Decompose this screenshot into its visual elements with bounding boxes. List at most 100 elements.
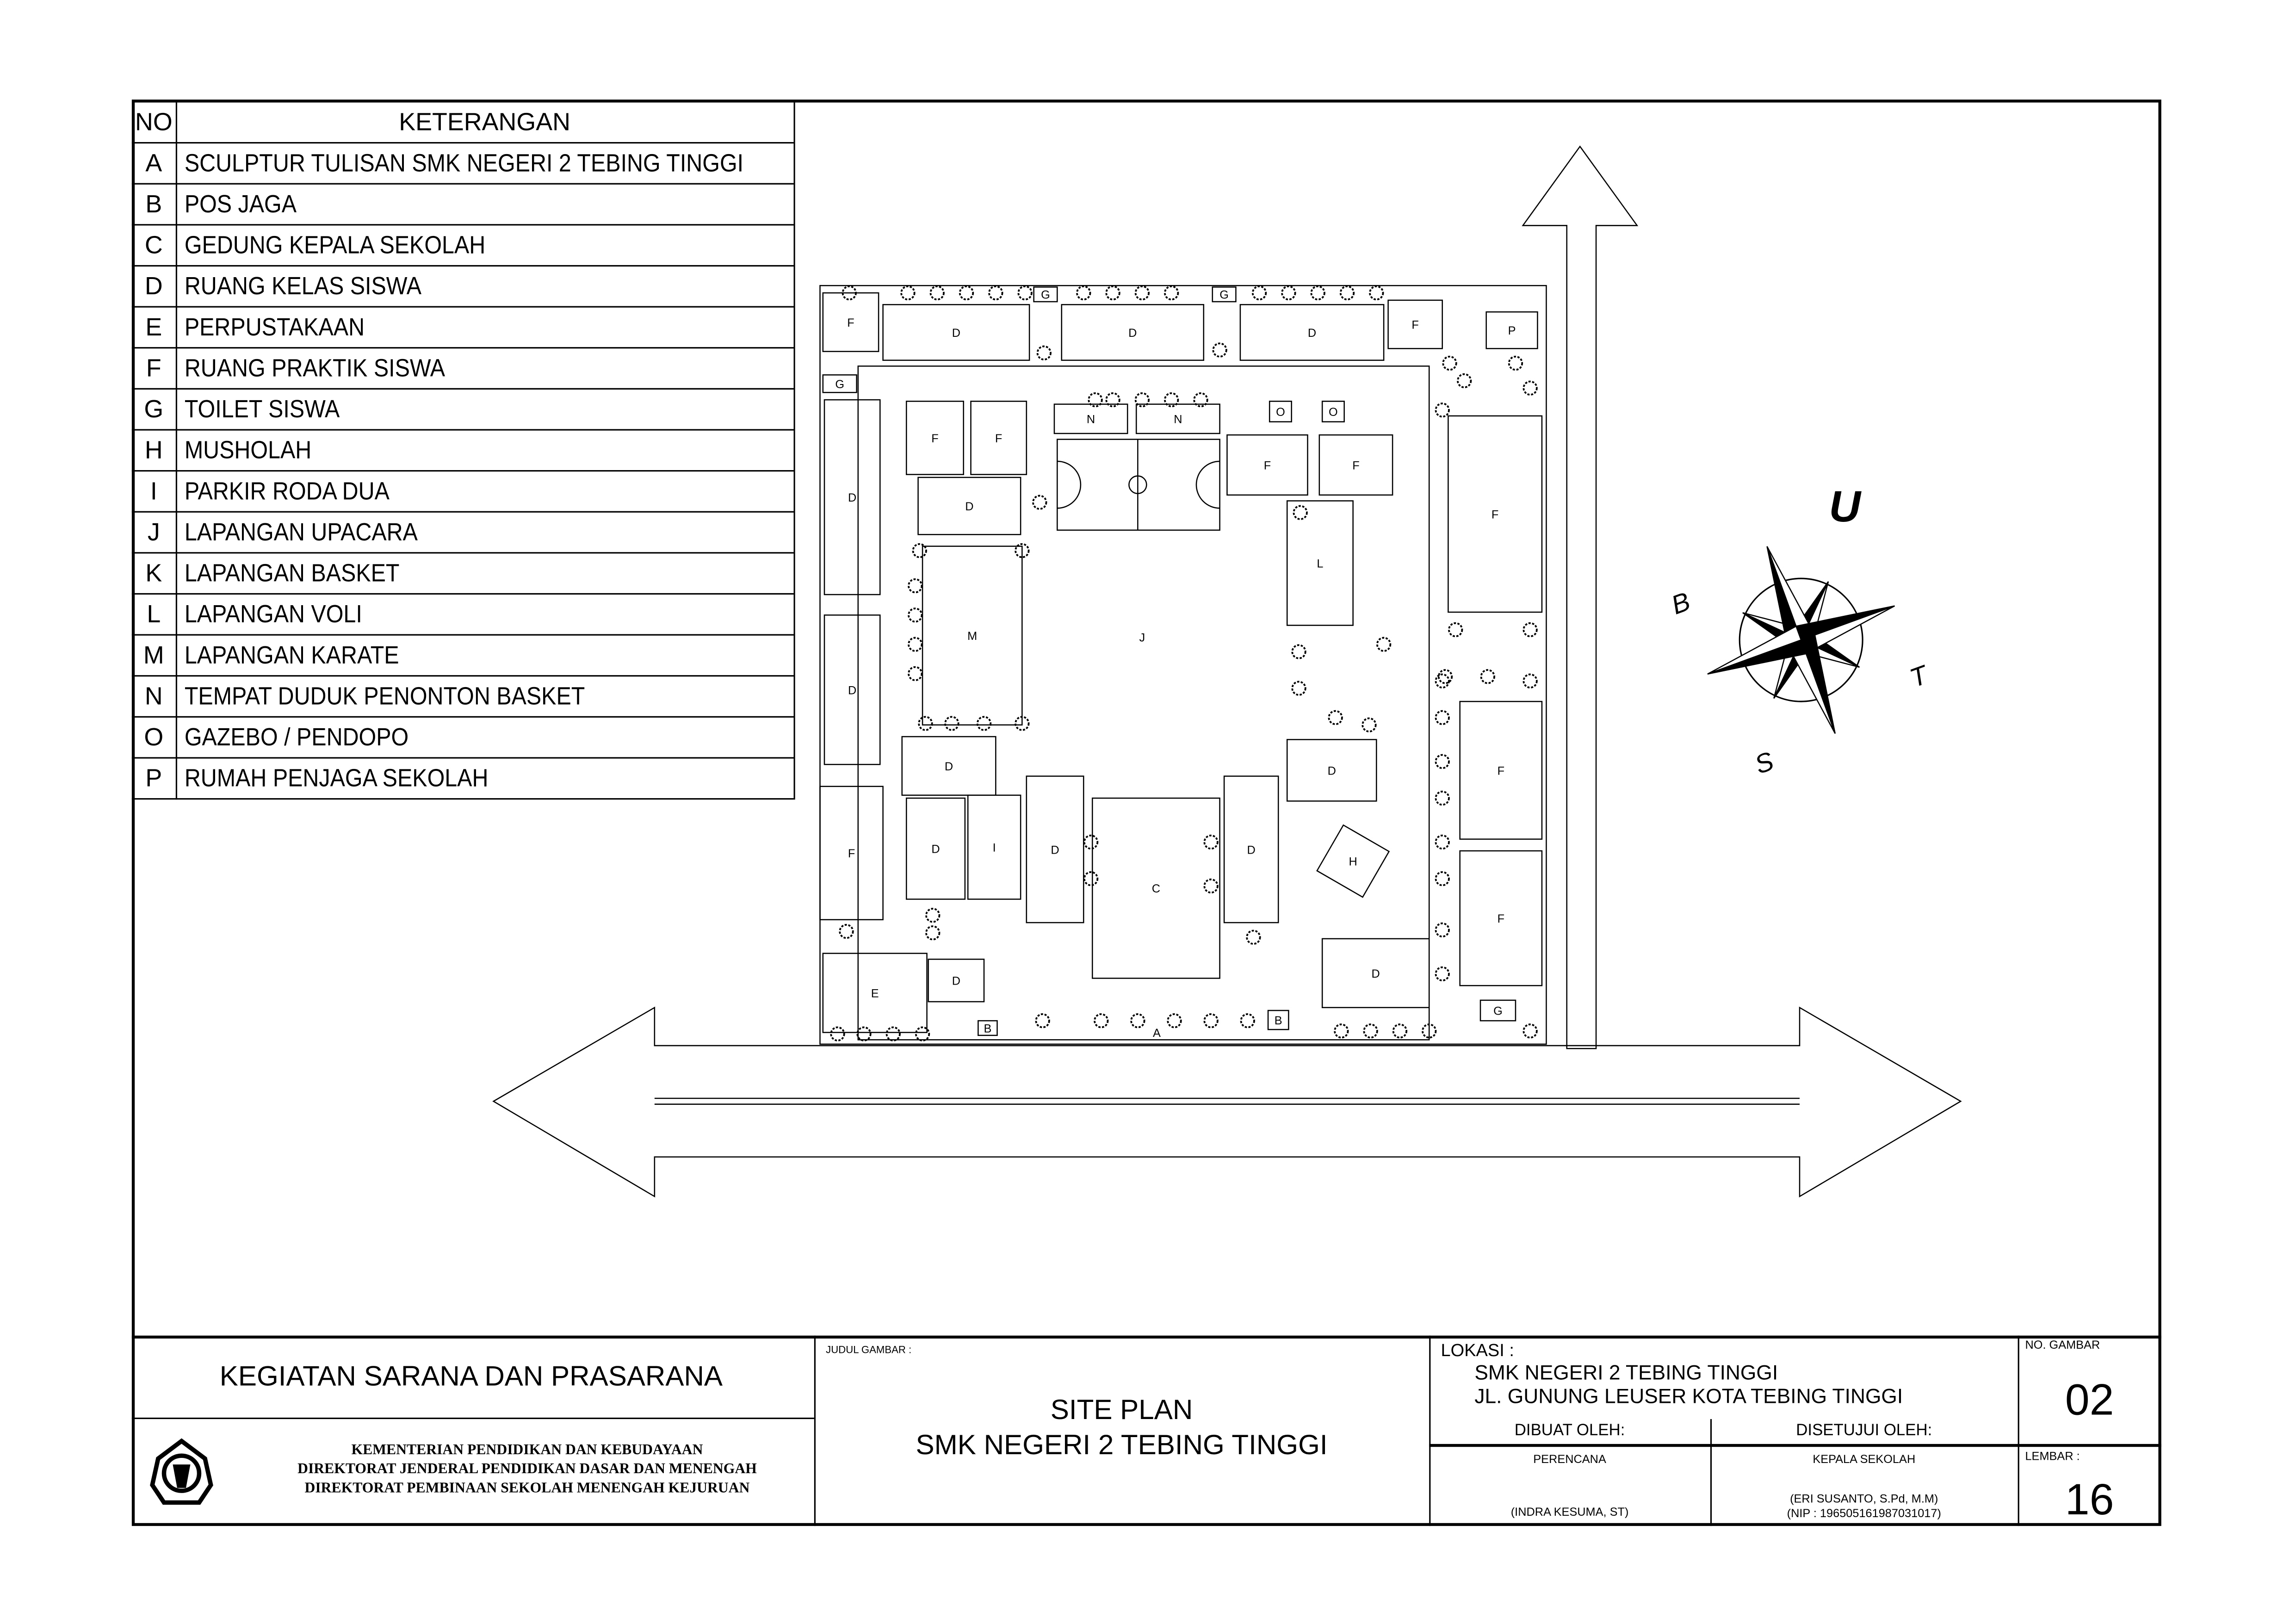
building-d: D <box>882 304 1030 361</box>
tree-icon <box>1212 342 1227 358</box>
tree-icon <box>918 716 933 731</box>
tree-icon <box>1291 644 1306 659</box>
building-label: E <box>871 987 879 1000</box>
perencana-name: (INDRA KESUMA, ST) <box>1510 1505 1629 1519</box>
guard-post-b: B <box>1267 1010 1289 1030</box>
legend-code: I <box>150 477 157 505</box>
tree-icon <box>1457 373 1472 389</box>
building-f: F <box>970 400 1027 475</box>
building-f: F <box>1459 700 1543 840</box>
compass-rose <box>1707 546 1895 734</box>
lokasi-line-1: SMK NEGERI 2 TEBING TINGGI <box>1474 1360 1778 1384</box>
gazebo-o: O <box>1269 400 1292 422</box>
tree-icon <box>1035 1013 1050 1029</box>
tree-icon <box>1130 1013 1145 1029</box>
tree-icon <box>1437 669 1453 684</box>
legend-description: PERPUSTAKAAN <box>184 313 365 341</box>
building-d: D <box>1239 304 1385 361</box>
tree-icon <box>1328 710 1343 725</box>
guard-house-p: P <box>1485 311 1538 349</box>
activity-title: KEGIATAN SARANA DAN PRASARANA <box>219 1362 723 1393</box>
legend-description: POS JAGA <box>184 190 297 218</box>
legend-code: C <box>144 231 163 260</box>
site-boundary <box>819 285 1547 1045</box>
building-label: F <box>1411 319 1418 332</box>
seating-n: N <box>1053 403 1128 434</box>
tree-icon <box>925 925 941 941</box>
ministry-line-1: KEMENTERIAN PENDIDIKAN DAN KEBUDAYAAN <box>351 1442 703 1459</box>
tree-icon <box>912 543 927 558</box>
building-label: M <box>967 630 977 643</box>
tree-icon <box>1015 543 1030 558</box>
legend-code: P <box>145 764 162 793</box>
no-gambar-value: 02 <box>2065 1376 2114 1425</box>
toilet-g: G <box>1212 286 1237 303</box>
building-d: D <box>1061 304 1205 361</box>
building-label: A <box>1153 1027 1161 1040</box>
building-d: D <box>1321 938 1430 1008</box>
title-block-top-line <box>131 1335 2161 1339</box>
building-d: D <box>1223 775 1279 924</box>
tree-icon <box>908 607 923 623</box>
legend-code: B <box>145 190 162 218</box>
tree-icon <box>1362 717 1377 732</box>
tree-icon <box>1134 392 1150 408</box>
legend-description: RUANG KELAS SISWA <box>184 272 422 300</box>
tree-icon <box>1293 505 1308 520</box>
divider <box>1429 1335 1431 1526</box>
building-label: F <box>1352 459 1359 472</box>
building-label: L <box>1317 558 1323 570</box>
tree-icon <box>1076 285 1091 301</box>
tree-icon <box>900 285 916 301</box>
building-f: F <box>1459 850 1543 986</box>
building-label: N <box>1087 413 1095 426</box>
building-label: P <box>1508 324 1516 337</box>
building-label: D <box>952 975 960 988</box>
ceremony-field-j: J <box>1139 631 1145 644</box>
building-label: D <box>1372 967 1380 980</box>
guard-post-b: B <box>978 1020 998 1036</box>
legend-description: RUMAH PENJAGA SEKOLAH <box>184 764 489 793</box>
library-e: E <box>822 953 928 1033</box>
building-label: B <box>984 1022 991 1035</box>
legend-code: E <box>145 313 162 341</box>
legend-description: MUSHOLAH <box>184 436 312 465</box>
tree-icon <box>830 1026 845 1041</box>
building-f: F <box>1226 434 1308 496</box>
legend-row: B POS JAGA <box>131 185 794 226</box>
building-label: F <box>931 432 938 445</box>
tree-icon <box>1164 285 1179 301</box>
tree-icon <box>1522 673 1538 688</box>
building-label: F <box>847 316 854 329</box>
building-f: F <box>819 786 884 921</box>
tree-icon <box>1083 871 1099 886</box>
tree-icon <box>1240 1013 1255 1029</box>
tree-icon <box>1522 1023 1538 1039</box>
legend-description: LAPANGAN KARATE <box>184 641 399 669</box>
building-d: D <box>901 736 996 796</box>
lokasi-line-2: JL. GUNUNG LEUSER KOTA TEBING TINGGI <box>1474 1384 1903 1407</box>
compass-north-label: U <box>1829 483 1861 532</box>
building-label: O <box>1276 406 1285 419</box>
tree-icon <box>908 666 923 682</box>
building-label: D <box>1128 327 1137 340</box>
tree-icon <box>856 1026 872 1041</box>
legend-divider <box>175 102 177 800</box>
karate-field-m: M <box>922 545 1023 726</box>
sculpture-a: A <box>1153 1027 1161 1040</box>
tree-icon <box>929 285 945 301</box>
tree-icon <box>1435 922 1450 938</box>
tree-icon <box>1310 285 1325 301</box>
tree-icon <box>1083 834 1099 850</box>
